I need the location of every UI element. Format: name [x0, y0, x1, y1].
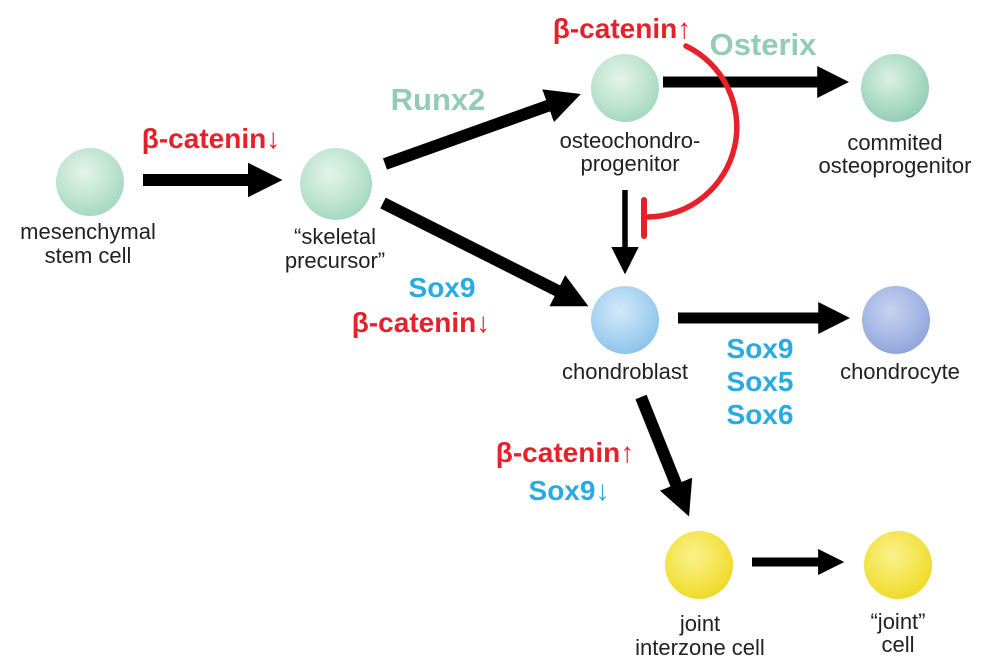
label-joint-interzone-line2: interzone cell [635, 635, 765, 660]
factor-sox5-right: Sox5 [727, 366, 794, 397]
label-osteochondro-progenitor-line1: osteochondro- [560, 128, 701, 153]
arrow-skeletal-precursor-to-chondroblast [380, 197, 589, 307]
joint-cell [864, 531, 932, 599]
factor-sox9-right: Sox9 [727, 333, 794, 364]
label-commited-osteoprogenitor-line1: commited [847, 130, 942, 155]
label-mesenchymal-line2: stem cell [45, 243, 132, 268]
joint-interzone-cell [665, 531, 733, 599]
arrow-chondroblast-to-joint-interzone-cell [635, 394, 693, 517]
label-mesenchymal-line1: mesenchymal [20, 219, 156, 244]
mesenchymal-stem-cell [56, 148, 124, 216]
factor-beta-catenin-up-top: β-catenin↑ [553, 13, 691, 44]
label-joint-cell-line1: “joint” [870, 609, 925, 634]
label-chondrocyte: chondrocyte [840, 359, 960, 384]
label-joint-interzone-line1: joint [679, 611, 720, 636]
chondrocyte-cell [862, 286, 930, 354]
commited-osteoprogenitor-cell [861, 54, 929, 122]
inhibition-arc [645, 43, 740, 220]
label-skeletal-precursor-line2: precursor” [285, 248, 385, 273]
label-osteochondro-progenitor-line2: progenitor [580, 151, 679, 176]
label-joint-cell-line2: cell [881, 632, 914, 657]
label-commited-osteoprogenitor-line2: osteoprogenitor [819, 153, 972, 178]
label-chondroblast: chondroblast [562, 359, 688, 384]
label-skeletal-precursor-line1: “skeletal [294, 224, 376, 249]
factor-sox9-down-bottom: Sox9↓ [529, 475, 610, 506]
arrow-skeletal-precursor-to-osteochondroprogenitor [382, 89, 581, 170]
factor-sox9-mid: Sox9 [409, 272, 476, 303]
factor-beta-catenin-up-bottom: β-catenin↑ [496, 437, 634, 468]
factor-osterix: Osterix [710, 27, 818, 62]
factor-beta-catenin-down-mid: β-catenin↓ [352, 307, 490, 338]
osteochondro-progenitor-cell [591, 54, 659, 122]
factor-sox6-right: Sox6 [727, 399, 794, 430]
factor-runx2: Runx2 [391, 82, 486, 117]
skeletal-precursor-cell [300, 148, 372, 220]
chondroblast-cell [591, 286, 659, 354]
factor-beta-catenin-down-left: β-catenin↓ [142, 123, 280, 154]
